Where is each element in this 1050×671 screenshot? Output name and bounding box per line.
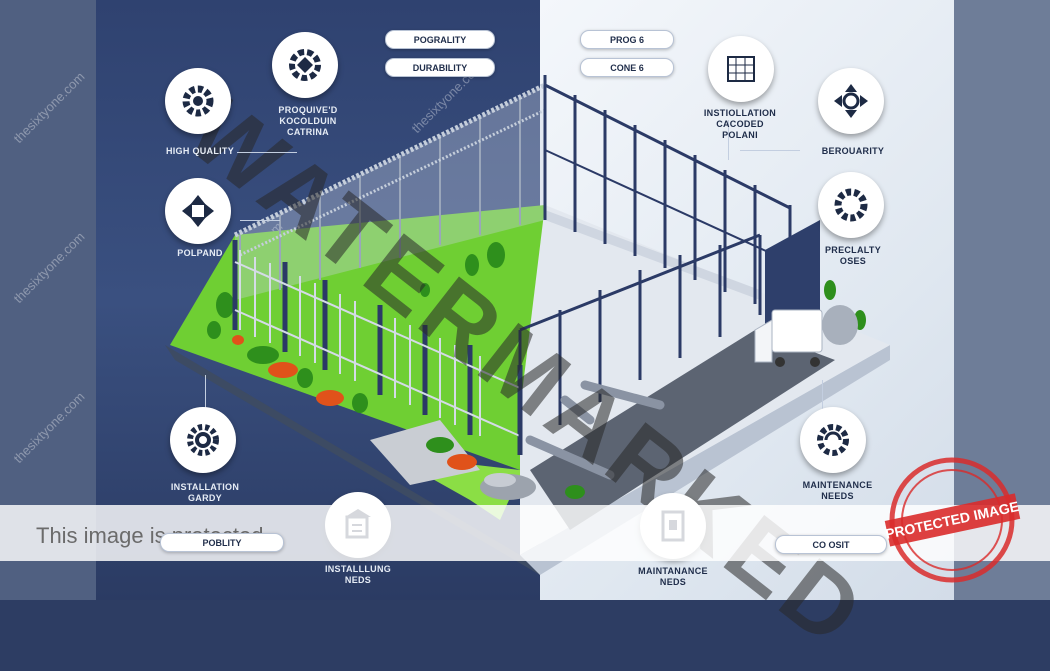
label-installation-cacoded: INSTIOLLATION CACODED POLANI xyxy=(703,108,777,140)
connector xyxy=(740,150,800,152)
connector xyxy=(205,375,207,415)
pill-cost: CO OSIT xyxy=(775,535,887,554)
settings-icon xyxy=(187,424,219,456)
label-top-caption: PROQUIVE'D KOCOLDUIN CATRINA xyxy=(278,105,338,137)
label-berouarity: BEROUARITY xyxy=(821,146,885,156)
label-precialty: PRECLALTY OSES xyxy=(824,245,882,266)
arrows-icon xyxy=(182,195,214,227)
arrows-circle xyxy=(165,178,231,244)
gear-circle xyxy=(165,68,231,134)
connector xyxy=(728,120,730,160)
grid-icon xyxy=(727,56,755,82)
maintenance-icon xyxy=(817,424,849,456)
arrows-cycle-icon xyxy=(834,84,868,118)
protected-stamp: PROTECTED IMAGE xyxy=(884,457,1021,583)
cycle-icon xyxy=(289,49,321,81)
maintenance-circle xyxy=(800,407,866,473)
grass-area xyxy=(170,205,545,470)
road xyxy=(530,330,835,530)
label-high-quality: HIGH QUALITY xyxy=(165,146,235,156)
pill-prog: PROG 6 xyxy=(580,30,674,49)
label-maintenance-right: MAINTENANCE NEEDS xyxy=(802,480,873,501)
label-installation-gardy: INSTALLATION GARDY xyxy=(170,482,240,503)
cog-icon xyxy=(834,188,868,222)
pill-cone: CONE 6 xyxy=(580,58,674,77)
grid-circle xyxy=(708,36,774,102)
settings-circle xyxy=(170,407,236,473)
pill-durability: DURABILITY xyxy=(385,58,495,77)
label-maintanance-bottom: MAINTANANCE NEDS xyxy=(638,566,708,587)
cycle-circle xyxy=(272,32,338,98)
cog-circle xyxy=(818,172,884,238)
pill-pograity: POGRALITY xyxy=(385,30,495,49)
cycle-right-circle xyxy=(818,68,884,134)
label-poland: POLPAND xyxy=(177,248,223,258)
label-installing-bottom: INSTALLLUNG NEDS xyxy=(324,564,392,585)
pill-poblity: POBLITY xyxy=(160,533,284,552)
connector xyxy=(237,152,297,154)
left-margin xyxy=(0,0,96,600)
connector xyxy=(240,220,280,222)
gear-icon xyxy=(182,85,214,117)
connector xyxy=(822,380,824,410)
